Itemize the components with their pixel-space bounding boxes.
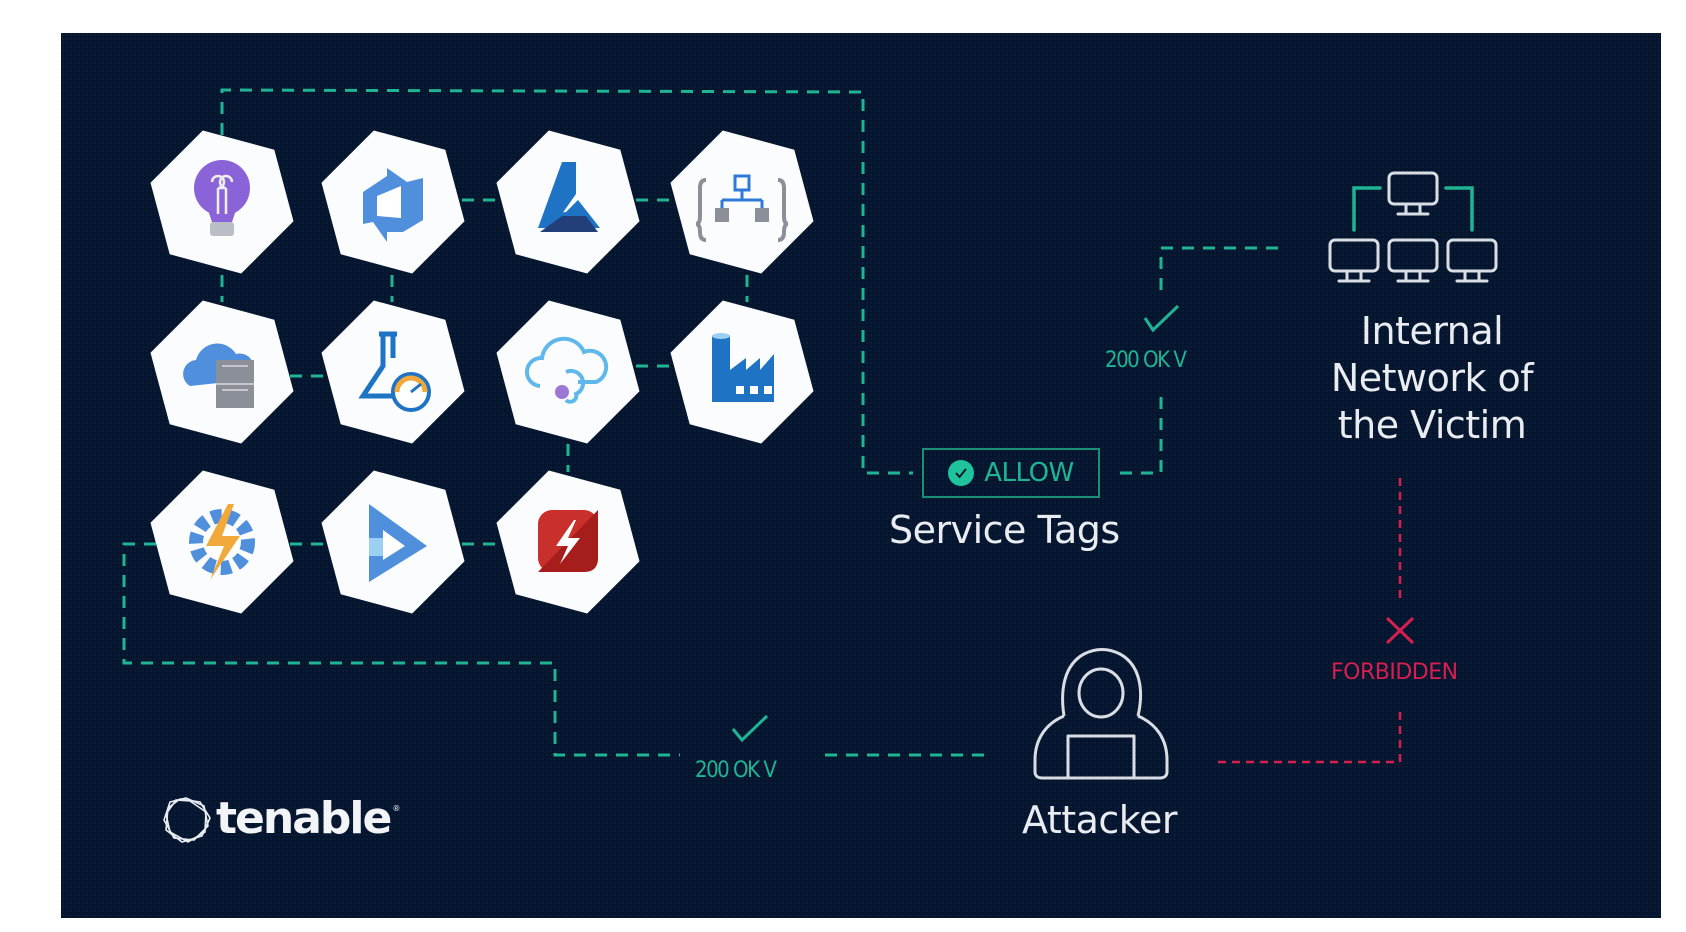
service-hexagon xyxy=(321,300,465,444)
path-attacker-to-victim xyxy=(1218,710,1402,764)
path-attacker-to-grid xyxy=(122,542,680,757)
azure-load-testing-icon xyxy=(358,331,431,412)
victim-title-line: Internal xyxy=(1360,309,1504,353)
victim-title-line: the Victim xyxy=(1337,403,1527,447)
azure-logic-apps-icon xyxy=(695,174,789,242)
path-grid-to-service-tags xyxy=(220,88,913,475)
attacker-title: Attacker xyxy=(1022,798,1177,842)
victim-path-status: 200 OK V xyxy=(1105,348,1187,373)
azure-data-factory-icon xyxy=(712,333,774,402)
hooded-hacker-icon xyxy=(1033,648,1169,780)
victim-title-line: Network of xyxy=(1330,356,1534,400)
tenable-logo: tenable ® xyxy=(216,792,401,844)
victim-title: Internal Network of the Victim xyxy=(1312,308,1552,449)
service-hexagon xyxy=(496,300,640,444)
azure-quantum-bulb-icon xyxy=(194,160,250,236)
x-mark-icon xyxy=(1385,616,1415,645)
hexagon-shape xyxy=(670,130,814,274)
service-tags-title: Service Tags xyxy=(889,508,1120,552)
azure-machine-learning-icon xyxy=(538,162,600,232)
checkmark-icon xyxy=(731,714,769,743)
forbidden-path xyxy=(1218,478,1402,764)
service-hexagon xyxy=(150,130,294,274)
azure-media-services-icon xyxy=(369,504,427,582)
check-circle-icon xyxy=(948,460,975,486)
service-hexagon xyxy=(321,130,465,274)
attacker-path-status: 200 OK V xyxy=(695,758,777,783)
tenable-logo-icon xyxy=(163,797,211,843)
azure-event-hub-icon xyxy=(538,510,598,572)
service-hexagon xyxy=(496,470,640,614)
allow-label: ALLOW xyxy=(984,458,1074,488)
service-hexagon xyxy=(150,300,294,444)
path-service-tags-to-victim xyxy=(1120,395,1163,475)
brand-name: tenable xyxy=(216,792,392,844)
service-hexagon xyxy=(321,470,465,614)
azure-devops-icon xyxy=(363,168,423,242)
service-hexagon xyxy=(670,130,814,274)
path-service-tags-to-victim-upper xyxy=(1159,246,1285,290)
azure-api-connection-icon xyxy=(524,336,609,404)
allow-badge: ALLOW xyxy=(922,448,1100,498)
forbidden-status: FORBIDDEN xyxy=(1331,660,1458,685)
azure-functions-icon xyxy=(189,504,255,580)
allowed-paths xyxy=(122,88,1285,757)
hexagon-shape xyxy=(321,300,465,444)
service-hexagon xyxy=(670,300,814,444)
service-hexagon xyxy=(150,470,294,614)
cloud-datacenter-icon xyxy=(183,343,254,408)
network-computers-icon xyxy=(1328,171,1498,283)
service-hexagon xyxy=(496,130,640,274)
checkmark-icon xyxy=(1143,304,1180,333)
service-grid xyxy=(150,130,814,614)
